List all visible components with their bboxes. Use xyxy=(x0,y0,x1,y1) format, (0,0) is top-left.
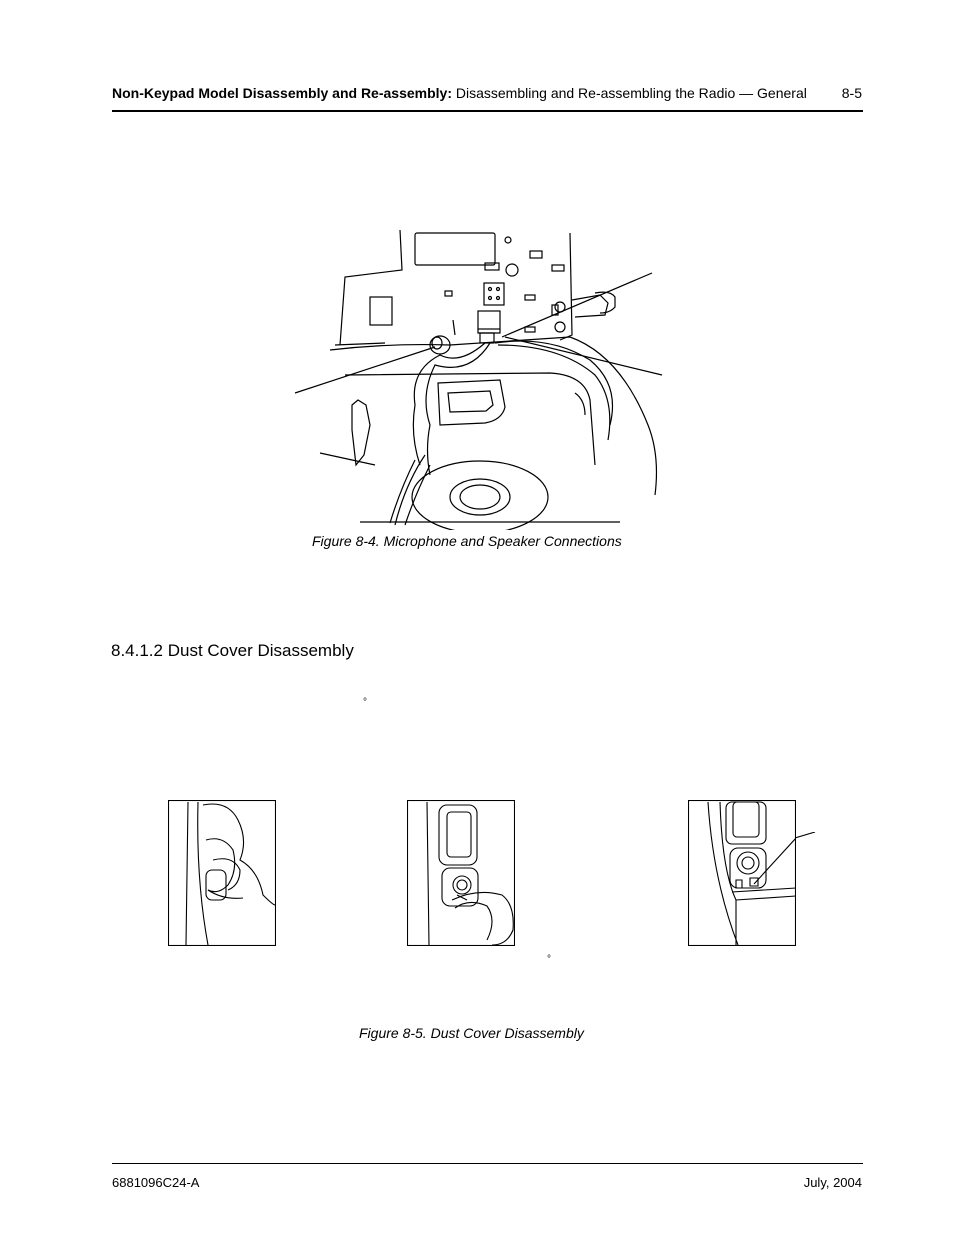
figure-8-5-panel-1 xyxy=(168,800,276,946)
page-header: Non-Keypad Model Disassembly and Re-asse… xyxy=(112,84,862,102)
header-section-subtitle: Disassembling and Re-assembling the Radi… xyxy=(452,85,807,101)
document-number: 6881096C24-A xyxy=(112,1175,200,1190)
figure-8-5-panel-2 xyxy=(407,800,515,946)
header-rule xyxy=(112,110,863,112)
degree-symbol: ° xyxy=(363,697,367,708)
callout-leader-line xyxy=(795,832,816,839)
figure-8-4-illustration xyxy=(290,225,670,530)
footer-rule xyxy=(112,1163,863,1164)
figure-8-4-caption: Figure 8-4. Microphone and Speaker Conne… xyxy=(312,533,622,549)
figure-8-5-panel-3 xyxy=(688,800,796,946)
page-number: 8-5 xyxy=(841,85,862,101)
publication-date: July, 2004 xyxy=(803,1175,862,1190)
header-section-title: Non-Keypad Model Disassembly and Re-asse… xyxy=(112,85,452,101)
section-heading: 8.4.1.2 Dust Cover Disassembly xyxy=(111,641,354,660)
degree-symbol-2: ° xyxy=(547,954,551,965)
figure-8-5-caption: Figure 8-5. Dust Cover Disassembly xyxy=(359,1025,584,1041)
